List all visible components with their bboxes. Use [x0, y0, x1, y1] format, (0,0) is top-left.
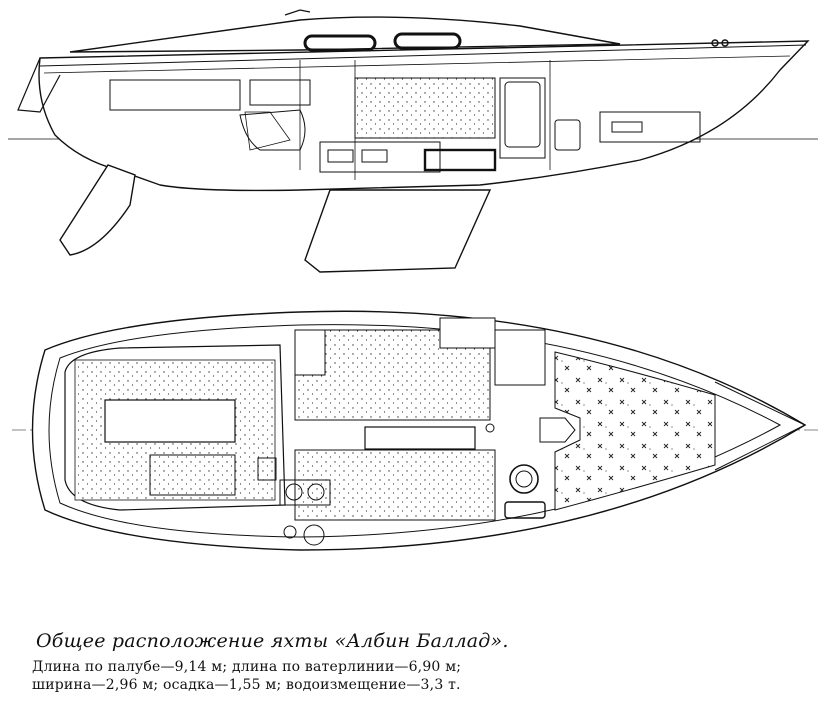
forward-v-berth	[554, 351, 716, 511]
caption-dimensions-line-2: ширина—2,96 м; осадка—1,55 м; водоизмеще…	[32, 677, 461, 693]
rudder	[59, 164, 136, 256]
caption-title: Общее расположение яхты «Албин Баллад».	[36, 630, 509, 652]
portlight-2	[393, 32, 462, 50]
caption-dimensions-line-1: Длина по палубе—9,14 м; длина по ватерли…	[32, 659, 462, 675]
portlight-1	[303, 34, 377, 52]
saloon-table	[364, 426, 476, 450]
deck-plan-view	[12, 310, 818, 551]
side-profile-view	[8, 9, 818, 273]
galley-stove	[279, 479, 331, 506]
figure-caption: Общее расположение яхты «Албин Баллад». …	[32, 630, 812, 694]
fin-keel	[304, 189, 492, 273]
head-toilet	[509, 464, 539, 494]
cockpit-hatch	[104, 399, 236, 443]
yacht-drawing	[8, 9, 818, 551]
